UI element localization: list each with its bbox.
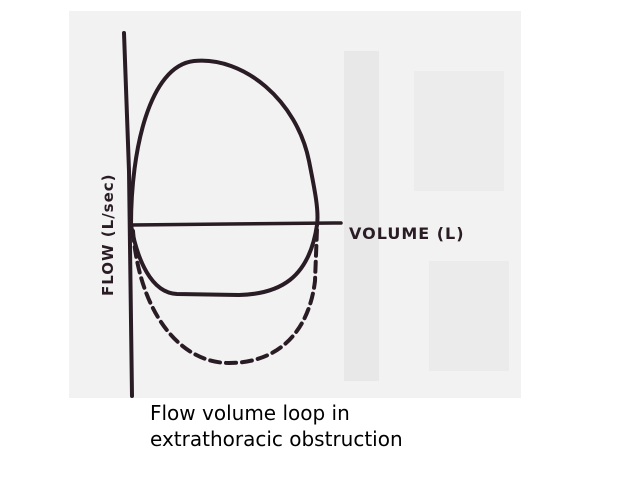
paper-shade-3 xyxy=(429,261,509,371)
flattened-inspiratory-limb xyxy=(129,223,319,297)
paper-shade-2 xyxy=(414,71,504,191)
caption-line-2: extrathoracic obstruction xyxy=(150,427,403,451)
flow-axis-label: FLOW (L/sec) xyxy=(99,173,117,296)
flow-volume-diagram: FLOW (L/sec) VOLUME (L) xyxy=(99,31,509,398)
flow-volume-sketch: FLOW (L/sec) VOLUME (L) xyxy=(69,11,521,398)
expiratory-limb-curve xyxy=(129,58,320,227)
caption-line-1: Flow volume loop in xyxy=(150,401,350,425)
flow-axis-line xyxy=(122,31,134,398)
volume-axis-line xyxy=(129,221,343,227)
normal-inspiratory-limb-dashed xyxy=(131,227,319,366)
paper-shade-1 xyxy=(344,51,379,381)
volume-axis-label: VOLUME (L) xyxy=(349,224,465,243)
figure-caption: Flow volume loop in extrathoracic obstru… xyxy=(150,400,570,452)
